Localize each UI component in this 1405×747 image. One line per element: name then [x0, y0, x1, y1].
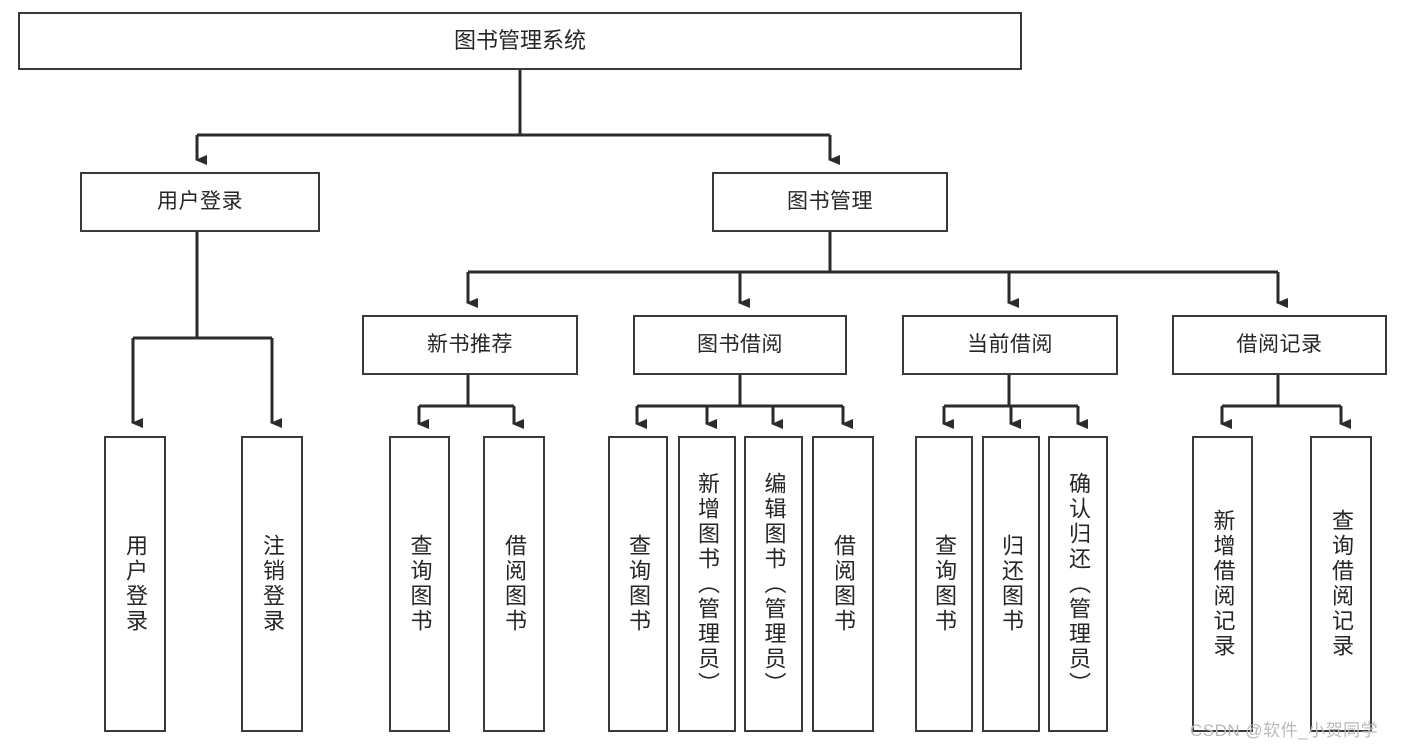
node-label: 确认归还（管理员） — [1066, 471, 1091, 697]
leaf-user-login-login[interactable]: 用户登录 — [104, 436, 166, 732]
node-label: 查询图书 — [626, 534, 651, 634]
node-label: 查询借阅记录 — [1329, 509, 1354, 659]
leaf-current-return-book[interactable]: 归还图书 — [982, 436, 1040, 732]
node-label: 新书推荐 — [427, 332, 513, 356]
node-label: 用户登录 — [157, 189, 243, 213]
leaf-borrow-borrow-book[interactable]: 借阅图书 — [812, 436, 874, 732]
node-label: 借阅图书 — [502, 534, 527, 634]
node-label: 新增借阅记录 — [1210, 509, 1236, 659]
node-label: 编辑图书（管理员） — [761, 471, 787, 697]
node-label: 当前借阅 — [967, 332, 1053, 356]
node-label: 归还图书 — [999, 534, 1024, 634]
leaf-record-add-record[interactable]: 新增借阅记录 — [1192, 436, 1253, 732]
leaf-borrow-query-book[interactable]: 查询图书 — [608, 436, 668, 732]
leaf-recommend-borrow-book[interactable]: 借阅图书 — [483, 436, 545, 732]
node-label: 图书管理 — [787, 189, 873, 213]
node-label: 图书借阅 — [697, 332, 783, 356]
leaf-recommend-query-book[interactable]: 查询图书 — [389, 436, 450, 732]
node-label: 新增图书（管理员） — [695, 471, 720, 697]
node-current-borrow[interactable]: 当前借阅 — [902, 315, 1118, 375]
csdn-watermark: CSDN @软件_小贺同学 — [1190, 721, 1379, 740]
node-label: 注销登录 — [260, 534, 285, 634]
leaf-user-login-logout[interactable]: 注销登录 — [241, 436, 303, 732]
node-label: 查询图书 — [407, 534, 433, 634]
node-label: 查询图书 — [932, 534, 957, 634]
node-borrow-record[interactable]: 借阅记录 — [1172, 315, 1387, 375]
node-label: 用户登录 — [123, 534, 148, 634]
node-new-book-recommend[interactable]: 新书推荐 — [362, 315, 578, 375]
node-label: 借阅记录 — [1236, 332, 1323, 356]
leaf-borrow-add-book-admin[interactable]: 新增图书（管理员） — [678, 436, 736, 732]
node-book-management[interactable]: 图书管理 — [712, 172, 948, 232]
leaf-borrow-edit-book-admin[interactable]: 编辑图书（管理员） — [744, 436, 803, 732]
leaf-current-confirm-return-admin[interactable]: 确认归还（管理员） — [1048, 436, 1108, 732]
node-user-login[interactable]: 用户登录 — [80, 172, 320, 232]
node-label: 借阅图书 — [831, 534, 856, 634]
leaf-current-query-book[interactable]: 查询图书 — [915, 436, 973, 732]
node-book-borrow[interactable]: 图书借阅 — [633, 315, 847, 375]
node-label: 图书管理系统 — [453, 28, 586, 54]
node-root-system[interactable]: 图书管理系统 — [18, 12, 1022, 70]
leaf-record-query-record[interactable]: 查询借阅记录 — [1310, 436, 1372, 732]
